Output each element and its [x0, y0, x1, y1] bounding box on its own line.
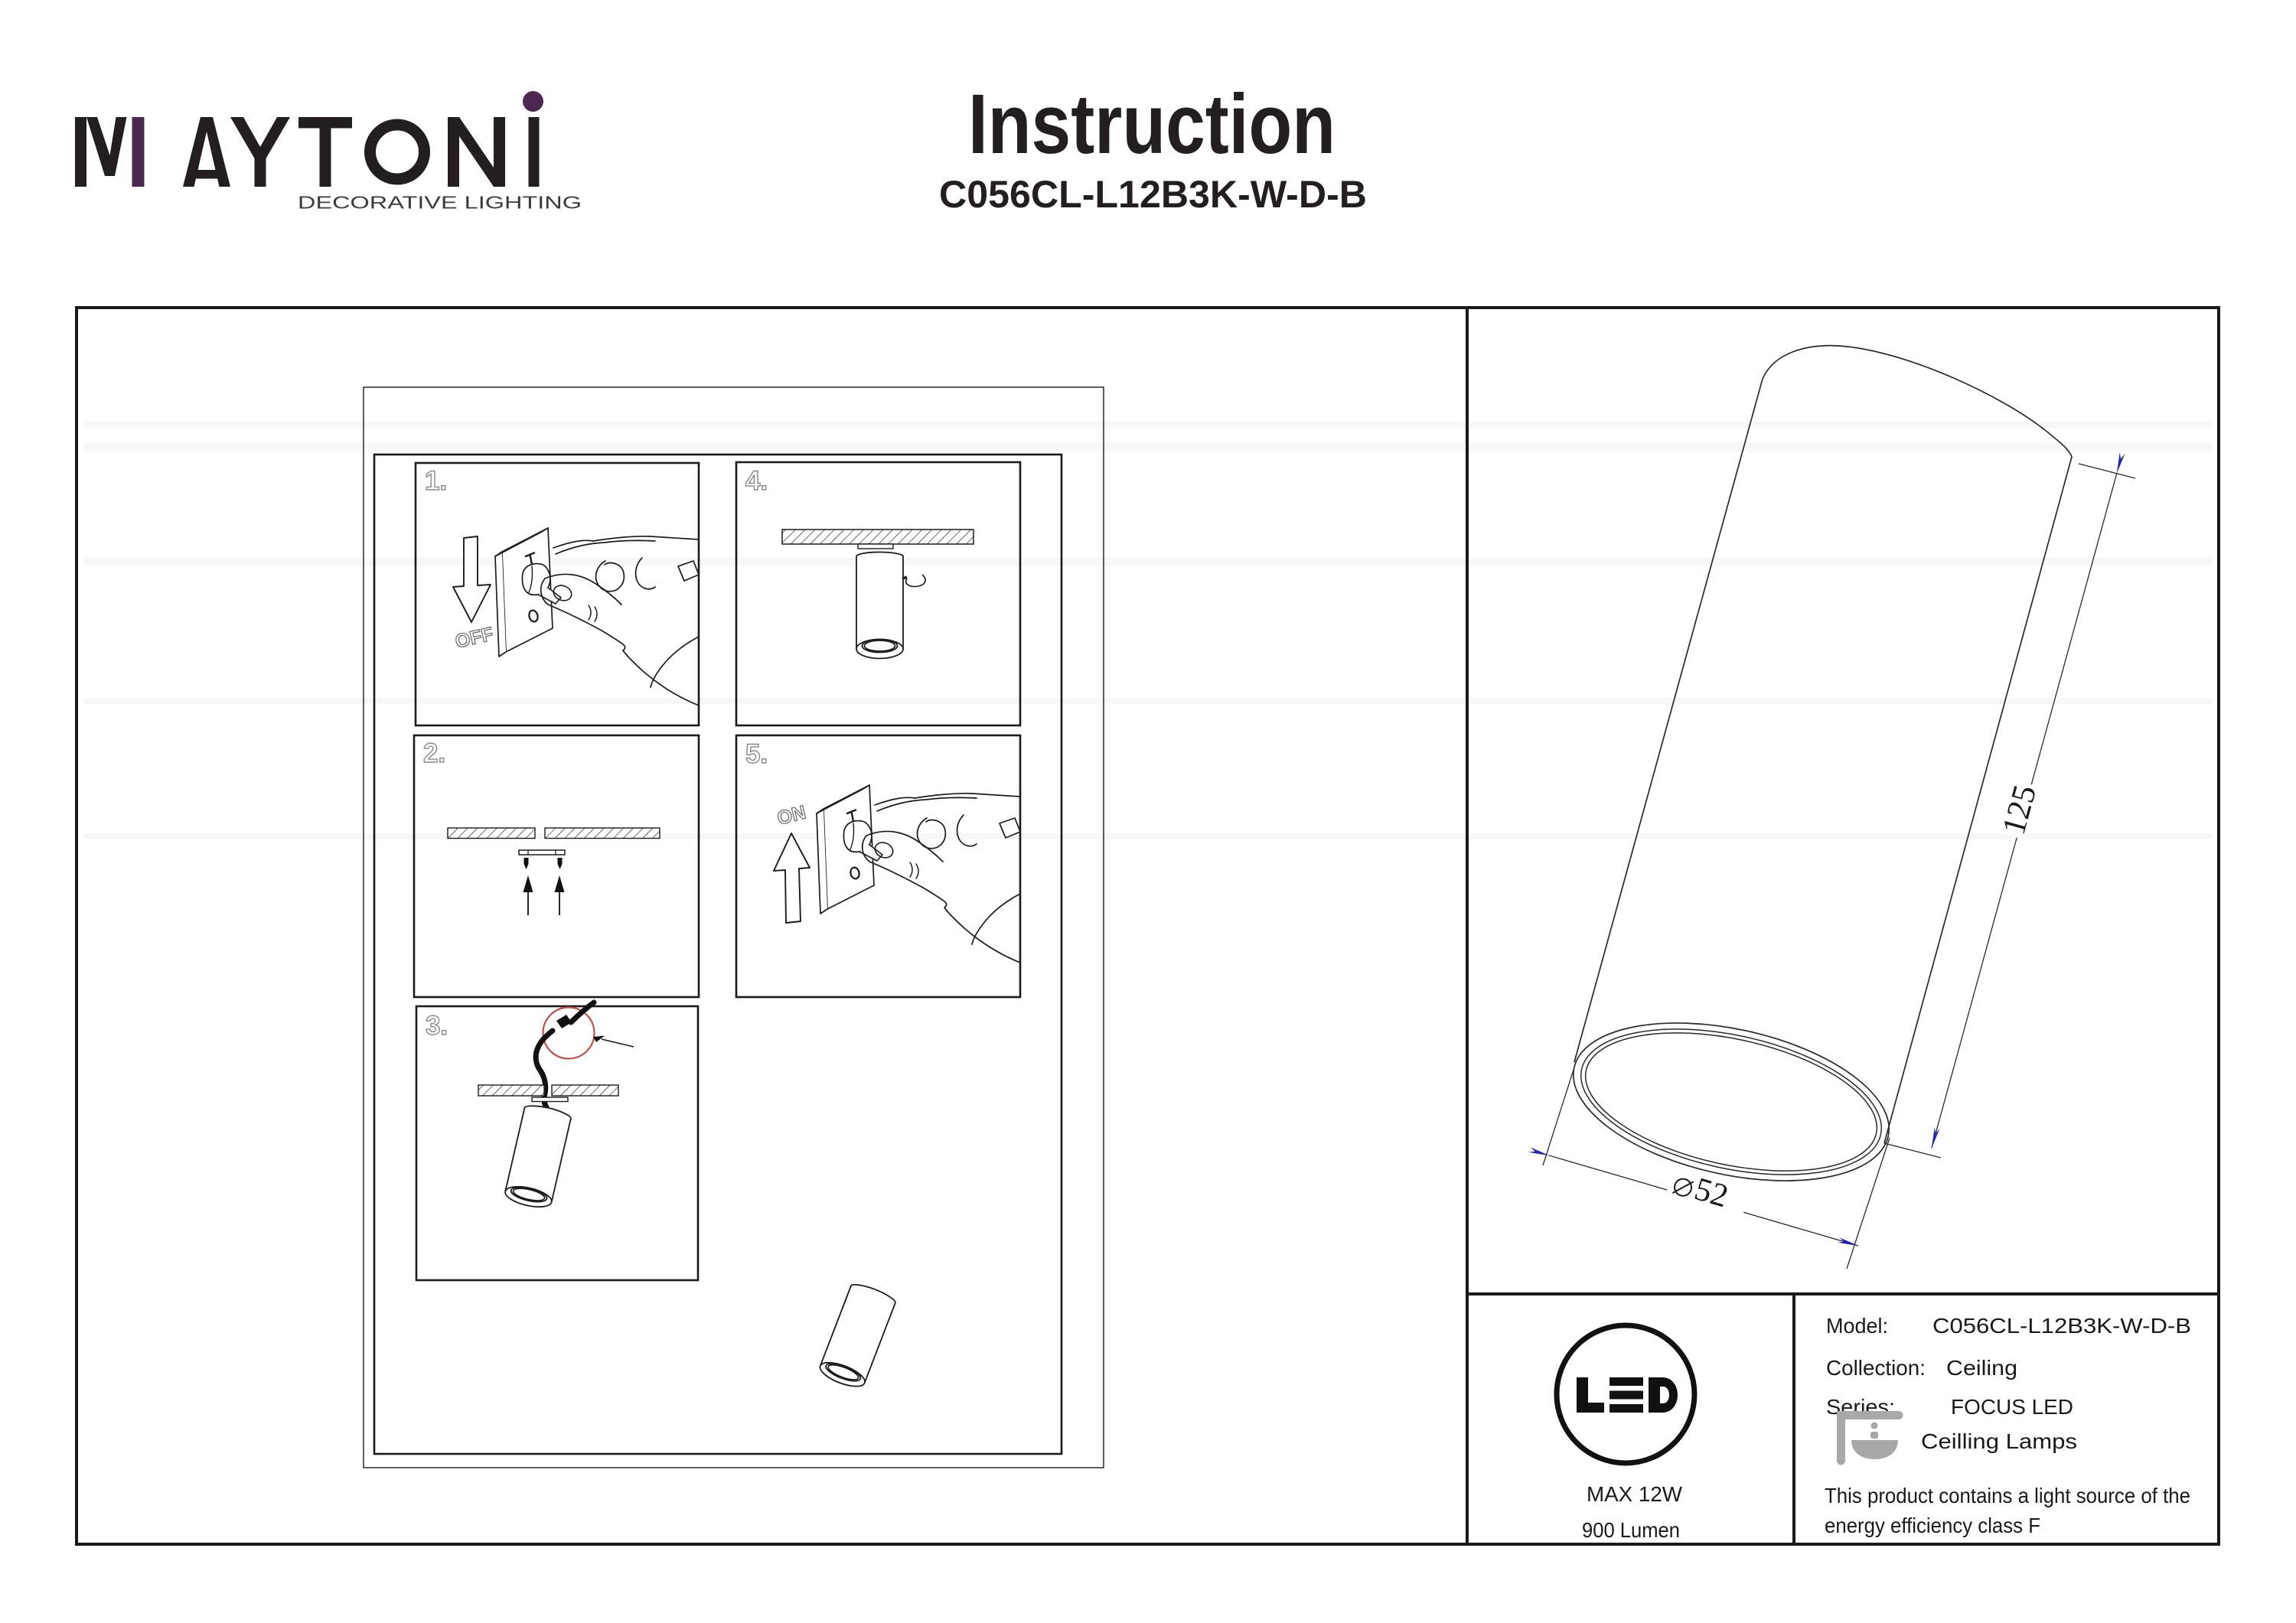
svg-text:Instruction: Instruction — [968, 77, 1336, 171]
svg-text:FOCUS LED: FOCUS LED — [1951, 1395, 2073, 1419]
svg-text:Collection:: Collection: — [1826, 1356, 1926, 1380]
svg-text:C056CL-L12B3K-W-D-B: C056CL-L12B3K-W-D-B — [939, 173, 1367, 216]
svg-text:5.: 5. — [745, 739, 768, 769]
svg-text:3.: 3. — [426, 1011, 448, 1041]
svg-text:Model:: Model: — [1826, 1314, 1888, 1338]
svg-text:MAX 12W: MAX 12W — [1587, 1482, 1683, 1506]
svg-text:C056CL-L12B3K-W-D-B: C056CL-L12B3K-W-D-B — [1932, 1314, 2191, 1338]
svg-text:900 Lumen: 900 Lumen — [1582, 1518, 1680, 1542]
svg-text:1.: 1. — [425, 466, 447, 496]
svg-text:DECORATIVE LIGHTING: DECORATIVE LIGHTING — [298, 193, 582, 213]
svg-text:Ceiling: Ceiling — [1946, 1356, 2017, 1380]
svg-text:energy efficiency class F: energy efficiency class F — [1825, 1514, 2040, 1537]
svg-text:Ceilling Lamps: Ceilling Lamps — [1921, 1429, 2077, 1453]
svg-text:4.: 4. — [745, 466, 768, 496]
svg-text:2.: 2. — [423, 738, 445, 768]
svg-text:This product contains a light: This product contains a light source of … — [1825, 1484, 2190, 1507]
